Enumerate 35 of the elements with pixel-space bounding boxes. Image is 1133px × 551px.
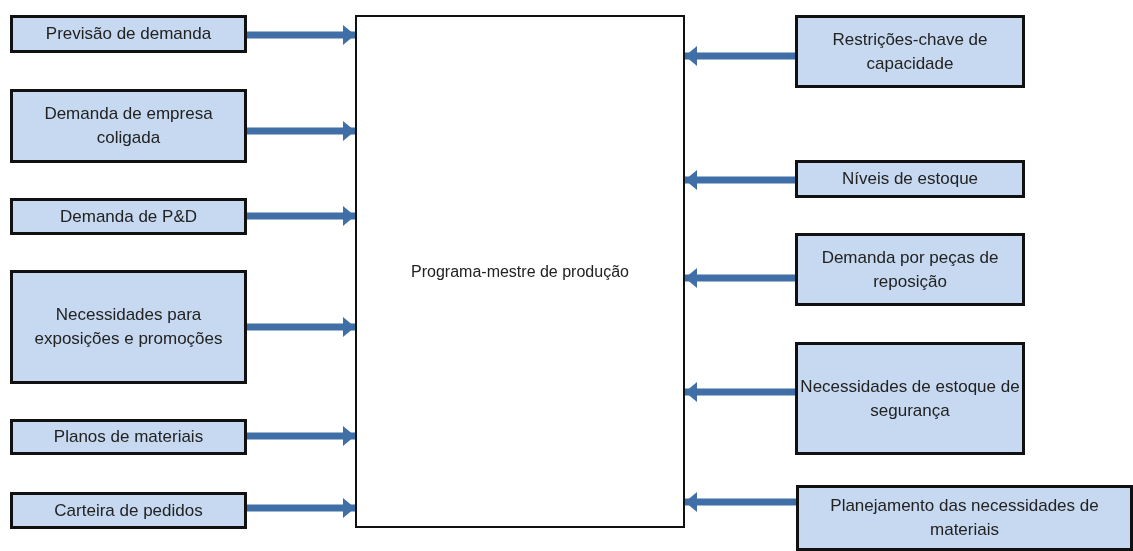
arrow	[685, 492, 796, 512]
input-box	[795, 160, 1025, 198]
box-label: Demanda de empresa coligada	[43, 103, 214, 149]
arrow	[685, 382, 795, 402]
arrow	[247, 206, 355, 226]
input-box	[10, 198, 247, 235]
arrow	[247, 121, 355, 141]
arrow	[685, 170, 795, 190]
box-label: Restrições-chave de capacidade	[831, 28, 989, 75]
input-box	[796, 485, 1133, 551]
input-box	[795, 233, 1025, 306]
box-label: Previsão de demanda	[45, 23, 212, 45]
input-box	[10, 270, 247, 384]
input-box	[10, 492, 247, 529]
arrow	[685, 46, 795, 66]
input-box	[10, 419, 247, 455]
process-box	[355, 15, 685, 528]
arrow	[685, 268, 795, 288]
box-label: Carteira de pedidos	[54, 499, 203, 522]
box-label: Demanda por peças de reposição	[820, 246, 1000, 293]
box-label: Programa-mestre de produção	[411, 261, 629, 282]
arrow	[247, 426, 355, 446]
box-label: Planejamento das necessidades de materiais	[829, 495, 1100, 541]
box-label: Necessidades para exposições e promoções	[33, 304, 224, 350]
input-box	[10, 15, 247, 53]
box-label: Demanda de P&D	[60, 205, 197, 228]
input-box	[795, 15, 1025, 88]
box-label: Necessidades de estoque de segurança	[799, 375, 1021, 422]
box-label: Níveis de estoque	[841, 168, 979, 190]
arrow	[247, 317, 355, 337]
arrow	[247, 498, 355, 518]
input-box	[795, 342, 1025, 455]
box-label: Planos de materiais	[53, 426, 204, 448]
arrow	[247, 25, 355, 45]
input-box	[10, 89, 247, 163]
